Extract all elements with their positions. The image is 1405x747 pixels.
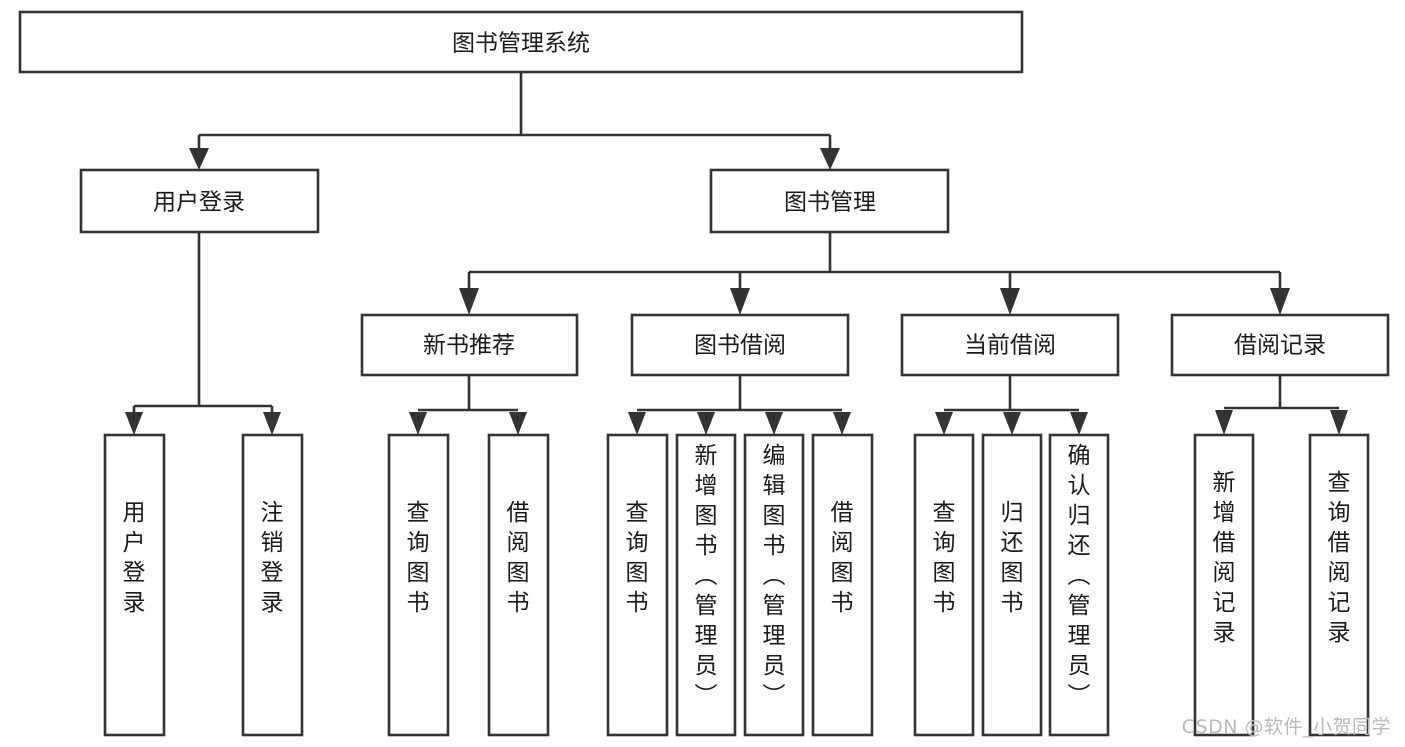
node-user-login-box[interactable] xyxy=(79,168,320,234)
node-leaf-bb-add-book-box[interactable] xyxy=(675,433,737,737)
node-leaf-br-add-record[interactable]: 新增借阅记录 xyxy=(1193,433,1255,737)
node-leaf-br-query-record-box[interactable] xyxy=(1308,433,1370,737)
connector-group-user-login-leaves xyxy=(125,232,281,435)
node-leaf-bb-add-book[interactable]: 新增图书︵管理员︶ xyxy=(675,433,737,737)
node-leaf-cb-query-book[interactable]: 查询图书 xyxy=(913,433,975,737)
node-leaf-bb-borrow-book-box[interactable] xyxy=(811,433,874,737)
arrowhead-cb-leaf3 xyxy=(1070,412,1088,435)
node-leaf-bb-query-book-label: 查询图书 xyxy=(626,500,649,616)
node-leaf-bb-query-book-box[interactable] xyxy=(606,433,669,737)
node-leaf-cb-return-book-label: 归还图书 xyxy=(1001,500,1024,616)
node-root-box[interactable] xyxy=(18,10,1024,74)
node-user-login[interactable]: 用户登录 xyxy=(79,168,320,234)
node-borrow-record[interactable]: 借阅记录 xyxy=(1170,313,1390,377)
node-new-book-recommend[interactable]: 新书推荐 xyxy=(360,313,579,377)
node-leaf-cb-return-book-box[interactable] xyxy=(981,433,1043,737)
node-leaf-bb-edit-book[interactable]: 编辑图书︵管理员︶ xyxy=(743,433,805,737)
node-book-borrow-box[interactable] xyxy=(630,313,850,377)
node-leaf-cb-confirm-return-label: 确认归还︵管理员︶ xyxy=(1068,443,1091,709)
node-current-borrow-label: 当前借阅 xyxy=(964,333,1056,359)
arrowhead-nb-leaf2 xyxy=(509,412,527,435)
arrowhead-book-borrow xyxy=(730,288,750,315)
connector-group-root-to-level2 xyxy=(189,72,840,170)
node-leaf-nb-query-book[interactable]: 查询图书 xyxy=(387,433,450,737)
arrowhead-nb-leaf1 xyxy=(409,412,427,435)
arrowhead-bb-leaf4 xyxy=(833,412,851,435)
node-leaf-cb-confirm-return-box[interactable] xyxy=(1048,433,1110,737)
node-leaf-br-add-record-label: 新增借阅记录 xyxy=(1213,470,1236,646)
arrowhead-leaf-user-login xyxy=(125,412,143,435)
node-leaf-user-login[interactable]: 用户登录 xyxy=(103,433,166,737)
connector-group-book-borrow-leaves xyxy=(628,375,851,435)
arrowhead-cb-leaf2 xyxy=(1003,412,1021,435)
node-leaf-br-query-record[interactable]: 查询借阅记录 xyxy=(1308,433,1370,737)
connector-group-new-book-leaves xyxy=(409,375,527,435)
node-leaf-cb-query-book-box[interactable] xyxy=(913,433,975,737)
arrowhead-br-leaf1 xyxy=(1215,410,1233,435)
node-leaf-nb-borrow-book[interactable]: 借阅图书 xyxy=(487,433,550,737)
node-leaf-logout[interactable]: 注销登录 xyxy=(241,433,304,737)
node-leaf-cb-confirm-return[interactable]: 确认归还︵管理员︶ xyxy=(1048,433,1110,737)
node-user-login-label: 用户登录 xyxy=(153,190,245,216)
arrowhead-bb-leaf2 xyxy=(697,412,715,435)
node-leaf-bb-edit-book-box[interactable] xyxy=(743,433,805,737)
node-leaf-br-add-record-box[interactable] xyxy=(1193,433,1255,737)
node-leaf-logout-label: 注销登录 xyxy=(261,500,284,616)
arrowhead-br-leaf2 xyxy=(1330,410,1348,435)
node-leaf-bb-edit-book-label: 编辑图书︵管理员︶ xyxy=(763,443,786,709)
arrowhead-bb-leaf1 xyxy=(628,412,646,435)
node-leaf-nb-query-book-label: 查询图书 xyxy=(407,500,430,616)
arrowhead-cb-leaf1 xyxy=(935,412,953,435)
node-leaf-nb-query-book-box[interactable] xyxy=(387,433,450,737)
node-leaf-br-query-record-label: 查询借阅记录 xyxy=(1328,470,1351,646)
node-root[interactable]: 图书管理系统 xyxy=(18,10,1024,74)
node-leaf-bb-borrow-book[interactable]: 借阅图书 xyxy=(811,433,874,737)
arrowhead-new-book xyxy=(459,288,479,315)
node-book-borrow[interactable]: 图书借阅 xyxy=(630,313,850,377)
connector-group-current-borrow-leaves xyxy=(935,375,1088,435)
arrowhead-current-borrow xyxy=(1000,288,1020,315)
node-leaf-bb-borrow-book-label: 借阅图书 xyxy=(831,500,854,616)
arrowhead-book-manage xyxy=(820,148,840,170)
arrowhead-user-login xyxy=(189,148,209,170)
node-borrow-record-box[interactable] xyxy=(1170,313,1390,377)
node-leaf-cb-return-book[interactable]: 归还图书 xyxy=(981,433,1043,737)
node-current-borrow-box[interactable] xyxy=(900,313,1120,377)
node-leaf-bb-query-book[interactable]: 查询图书 xyxy=(606,433,669,737)
node-new-book-recommend-label: 新书推荐 xyxy=(423,333,515,359)
connector-group-book-manage-to-level3 xyxy=(459,232,1290,315)
node-leaf-logout-box[interactable] xyxy=(241,433,304,737)
arrowhead-borrow-record xyxy=(1270,288,1290,315)
node-book-borrow-label: 图书借阅 xyxy=(694,333,786,359)
node-book-manage-box[interactable] xyxy=(709,168,950,234)
arrowhead-bb-leaf3 xyxy=(765,412,783,435)
node-leaf-bb-add-book-label: 新增图书︵管理员︶ xyxy=(695,443,718,709)
node-book-manage[interactable]: 图书管理 xyxy=(709,168,950,234)
node-book-manage-label: 图书管理 xyxy=(784,190,876,216)
node-leaf-user-login-box[interactable] xyxy=(103,433,166,737)
node-leaf-nb-borrow-book-box[interactable] xyxy=(487,433,550,737)
node-new-book-recommend-box[interactable] xyxy=(360,313,579,377)
node-root-label: 图书管理系统 xyxy=(452,31,590,57)
node-current-borrow[interactable]: 当前借阅 xyxy=(900,313,1120,377)
connector-group-borrow-record-leaves xyxy=(1215,375,1348,435)
node-leaf-nb-borrow-book-label: 借阅图书 xyxy=(507,500,530,616)
node-leaf-cb-query-book-label: 查询图书 xyxy=(933,500,956,616)
node-borrow-record-label: 借阅记录 xyxy=(1234,333,1326,359)
arrowhead-leaf-logout xyxy=(263,412,281,435)
node-leaf-user-login-label: 用户登录 xyxy=(123,500,146,616)
